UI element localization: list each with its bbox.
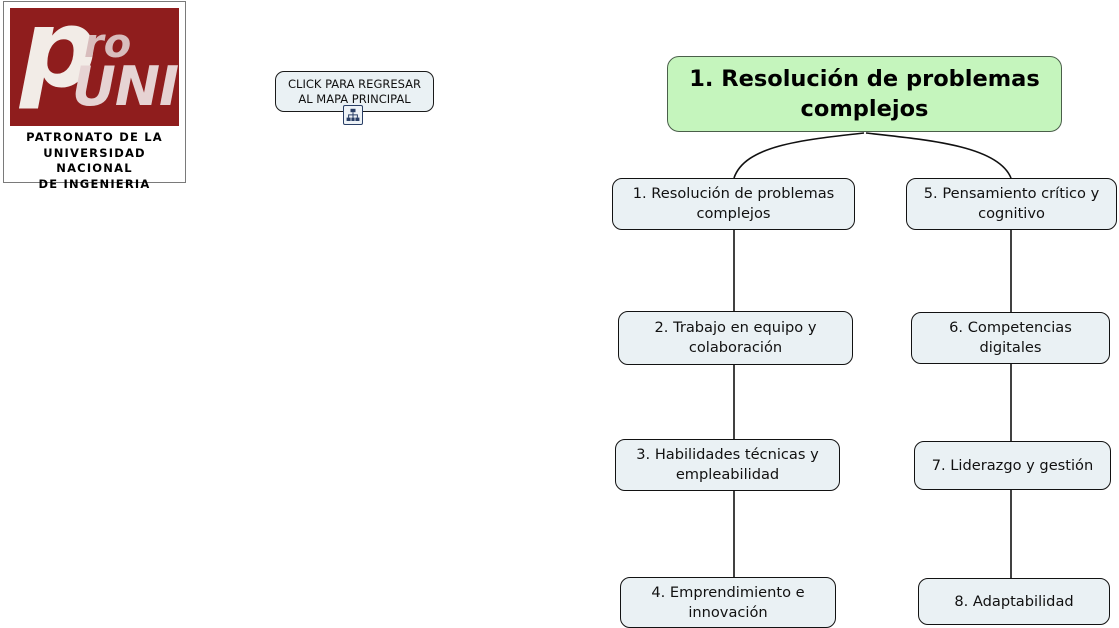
mindmap-node-8[interactable]: 8. Adaptabilidad [918, 578, 1110, 625]
mindmap-node-2[interactable]: 2. Trabajo en equipo y colaboración [618, 311, 853, 365]
mindmap-node-1[interactable]: 1. Resolución de problemas complejos [612, 178, 855, 230]
mindmap-node-2-label: 2. Trabajo en equipo y colaboración [654, 319, 817, 356]
prouni-logo-panel: p ro UNI PATRONATO DE LA UNIVERSIDAD NAC… [3, 1, 186, 191]
mindmap-node-6[interactable]: 6. Competencias digitales [911, 312, 1110, 364]
mindmap-node-3-label: 3. Habilidades técnicas y empleabilidad [636, 446, 819, 483]
mindmap-node-3[interactable]: 3. Habilidades técnicas y empleabilidad [615, 439, 840, 491]
logo-text-uni: UNI [72, 55, 179, 118]
mindmap-node-1-label: 1. Resolución de problemas complejos [632, 185, 835, 222]
mindmap-root-node[interactable]: 1. Resolución de problemas complejos [667, 56, 1062, 132]
logo-letter-p: p [20, 8, 97, 112]
logo-text-ro: ro [84, 21, 132, 67]
prouni-logo-mark: p ro UNI [10, 8, 179, 126]
return-to-main-map-button[interactable]: CLICK PARA REGRESAR AL MAPA PRINCIPAL [275, 71, 434, 112]
logo-caption: PATRONATO DE LA UNIVERSIDAD NACIONAL DE … [4, 130, 185, 192]
mindmap-node-7-label: 7. Liderazgo y gestión [931, 456, 1094, 474]
hierarchy-tree-icon[interactable] [343, 105, 363, 125]
logo-caption-line-1: PATRONATO DE LA [26, 130, 163, 144]
mindmap-node-6-label: 6. Competencias digitales [949, 319, 1072, 356]
logo-caption-line-2: UNIVERSIDAD NACIONAL [43, 145, 146, 176]
mindmap-node-4-label: 4. Emprendimiento e innovación [651, 583, 805, 621]
mindmap-node-5-label: 5. Pensamiento crítico y cognitivo [923, 185, 1100, 222]
mindmap-root-label: 1. Resolución de problemas complejos [689, 66, 1040, 122]
mindmap-node-4[interactable]: 4. Emprendimiento e innovación [620, 577, 836, 628]
mindmap-node-8-label: 8. Adaptabilidad [954, 592, 1074, 610]
return-button-line-1: CLICK PARA REGRESAR [288, 76, 421, 91]
return-button-line-2: AL MAPA PRINCIPAL [298, 91, 411, 106]
logo-caption-line-3: DE INGENIERIA [38, 176, 151, 191]
mindmap-node-7[interactable]: 7. Liderazgo y gestión [914, 441, 1111, 490]
mindmap-node-5[interactable]: 5. Pensamiento crítico y cognitivo [906, 178, 1117, 230]
